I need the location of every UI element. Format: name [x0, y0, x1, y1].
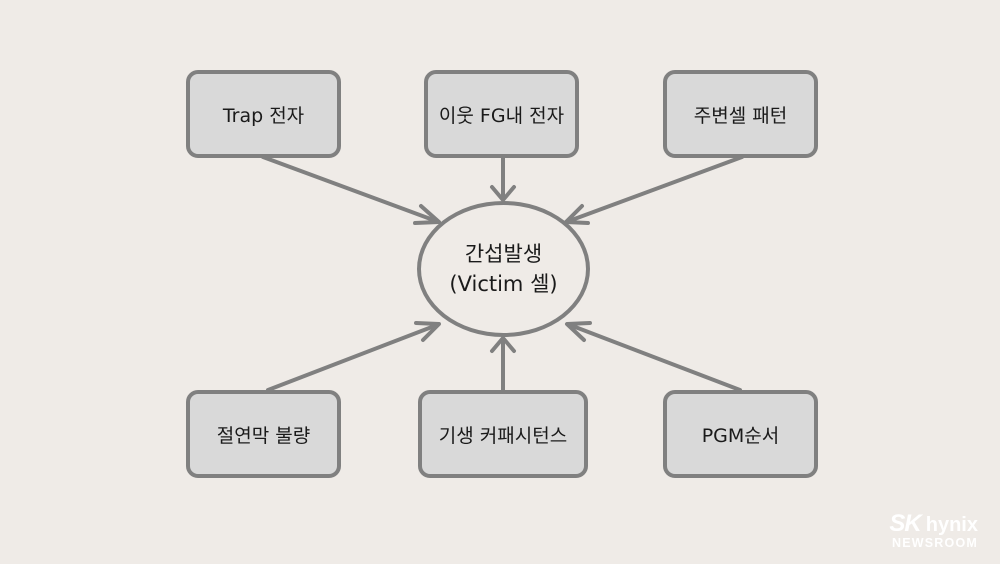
arrow-surrounding-pattern-to-center: [567, 155, 744, 223]
cause-label-surrounding-pattern: 주변셀 패턴: [693, 104, 788, 127]
center-label-subtitle: (Victim 셀): [449, 272, 558, 296]
cause-label-insulator-defect: 절연막 불량: [216, 424, 311, 447]
arrowhead-parasitic-capacitance: [490, 336, 516, 353]
cause-box-parasitic-capacitance: 기생 커패시턴스: [418, 390, 588, 478]
cause-label-trap: Trap 전자: [222, 104, 305, 127]
cause-label-neighbor-fg: 이웃 FG내 전자: [438, 104, 565, 127]
sk-hynix-newsroom-logo: SK hynix NEWSROOM: [889, 510, 978, 550]
center-node-interference: 간섭발생 (Victim 셀): [417, 201, 590, 337]
arrowhead-neighbor-fg: [490, 185, 516, 202]
cause-box-trap: Trap 전자: [186, 70, 341, 158]
logo-name-text: hynix: [925, 514, 978, 536]
arrowhead-insulator-defect: [414, 321, 441, 342]
logo-brand-text: SK: [889, 510, 921, 537]
cause-box-neighbor-fg: 이웃 FG내 전자: [424, 70, 579, 158]
arrow-insulator-defect-to-center: [266, 323, 439, 392]
arrow-trap-to-center: [261, 155, 438, 223]
arrowhead-pgm-order: [565, 321, 592, 342]
cause-box-pgm-order: PGM순서: [663, 390, 818, 478]
arrow-pgm-order-to-center: [568, 323, 742, 392]
logo-subtitle-text: NEWSROOM: [892, 536, 978, 550]
cause-label-parasitic-capacitance: 기생 커패시턴스: [438, 424, 568, 447]
cause-label-pgm-order: PGM순서: [701, 424, 780, 447]
cause-box-insulator-defect: 절연막 불량: [186, 390, 341, 478]
center-label-title: 간섭발생: [464, 242, 543, 266]
cause-box-surrounding-pattern: 주변셀 패턴: [663, 70, 818, 158]
